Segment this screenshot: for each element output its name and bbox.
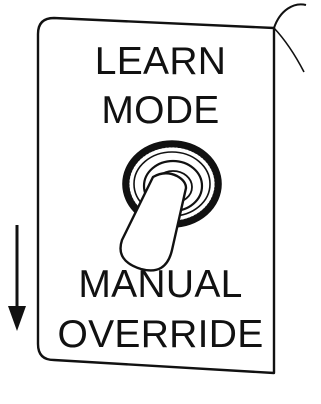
toggle-switch-icon [119, 140, 222, 272]
panel-side-wall [273, 27, 305, 73]
learn-label: LEARN [94, 40, 227, 83]
panel-outline [36, 16, 276, 375]
toggle-lever [119, 172, 188, 272]
panel-right-edge [273, 3, 307, 29]
mode-label: MODE [101, 89, 220, 132]
override-label: OVERRIDE [57, 313, 264, 356]
manual-label: MANUAL [78, 263, 243, 306]
down-arrow-icon [8, 225, 26, 331]
